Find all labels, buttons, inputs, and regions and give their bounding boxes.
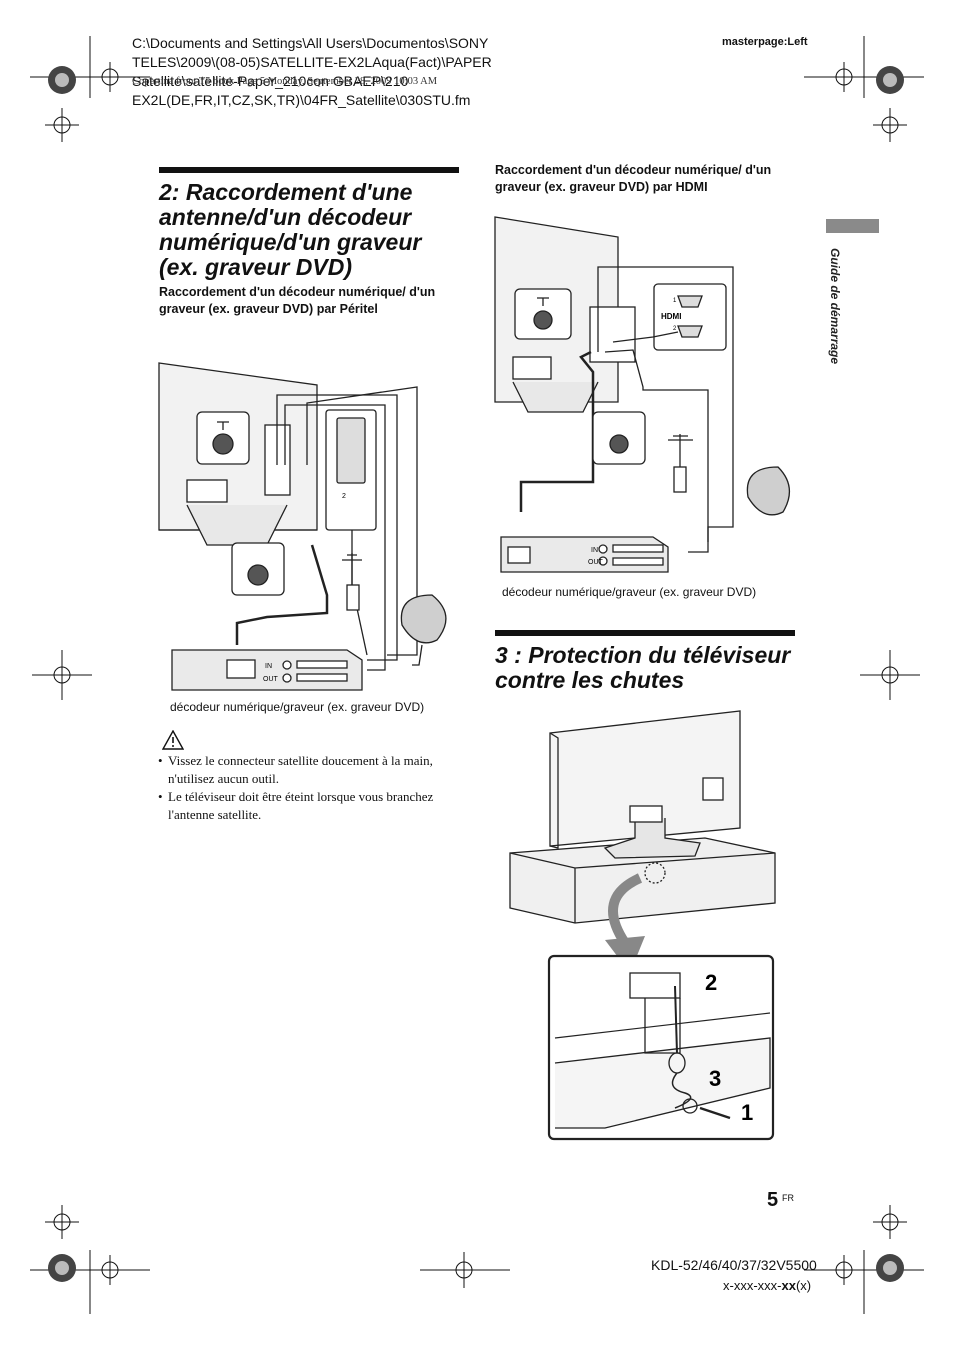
scart-number-label: 2 bbox=[342, 493, 346, 500]
file-path-line: EX2L(DE,FR,IT,CZ,SK,TR)\04FR_Satellite\0… bbox=[132, 92, 471, 108]
file-path-line: C:\Documents and Settings\All Users\Docu… bbox=[132, 35, 489, 51]
hdmi-connection-diagram: HDMI 1 2 IN OUT bbox=[494, 216, 790, 573]
note-item: •Vissez le connecteur satellite doucemen… bbox=[158, 753, 433, 786]
peritel-out-label: OUT bbox=[263, 676, 279, 683]
section3-title: 3 : Protection du téléviseur contre les … bbox=[495, 642, 791, 693]
model-number: KDL-52/46/40/37/32V5500 bbox=[651, 1257, 817, 1273]
section-tab-marker bbox=[826, 219, 879, 233]
masterpage-label: masterpage:Left bbox=[722, 36, 808, 48]
caution-notes: •Vissez le connecteur satellite doucemen… bbox=[158, 752, 448, 824]
peritel-caption: décodeur numérique/graveur (ex. graveur … bbox=[170, 700, 425, 714]
section-rule bbox=[159, 167, 459, 173]
note-item: •Le téléviseur doit être éteint lorsque … bbox=[158, 789, 434, 822]
hdmi-caption: décodeur numérique/graveur (ex. graveur … bbox=[502, 585, 757, 599]
peritel-in-label: IN bbox=[265, 663, 272, 670]
hdmi-in-label: IN bbox=[591, 547, 598, 554]
starburst-bottom-right bbox=[876, 1254, 904, 1282]
step-3-label: 3 bbox=[709, 1066, 721, 1091]
peritel-heading: Raccordement d'un décodeur numérique/ d'… bbox=[159, 285, 436, 316]
book-stamp: Copertina front T5 book Page 5 Monday, S… bbox=[132, 76, 438, 87]
file-path: C:\Documents and Settings\All Users\Docu… bbox=[132, 34, 532, 110]
hdmi-port-1-label: 1 bbox=[673, 298, 677, 304]
tv-fall-protection-diagram: 2 3 1 bbox=[509, 710, 776, 1141]
section2-title: 2: Raccordement d'une antenne/d'un décod… bbox=[159, 179, 422, 280]
hdmi-logo-label: HDMI bbox=[661, 312, 681, 321]
step-2-label: 2 bbox=[705, 970, 717, 995]
page-number: 5 bbox=[767, 1189, 779, 1211]
hdmi-heading: Raccordement d'un décodeur numérique/ d'… bbox=[495, 163, 772, 194]
starburst-top-left bbox=[48, 66, 76, 94]
step-1-label: 1 bbox=[741, 1100, 753, 1125]
file-path-line: Satellite\satellite-Paper_210con GBAEP\2… bbox=[132, 73, 409, 89]
hdmi-port-2-label: 2 bbox=[673, 326, 677, 332]
caution-icon bbox=[162, 730, 184, 750]
document-code: x-xxx-xxx-xx(x) bbox=[723, 1278, 812, 1293]
peritel-connection-diagram: IN OUT 2 bbox=[158, 362, 447, 691]
page-language: FR bbox=[782, 1193, 794, 1203]
starburst-top-right bbox=[876, 66, 904, 94]
sidebar-chapter-label: Guide de démarrage bbox=[828, 248, 848, 398]
hdmi-out-label: OUT bbox=[588, 559, 604, 566]
sidebar-chapter-text: Guide de démarrage bbox=[828, 248, 842, 365]
starburst-bottom-left bbox=[48, 1254, 76, 1282]
file-path-line: TELES\2009\(08-05)SATELLITE-EX2LAqua(Fac… bbox=[132, 54, 492, 70]
section-rule bbox=[495, 630, 795, 636]
